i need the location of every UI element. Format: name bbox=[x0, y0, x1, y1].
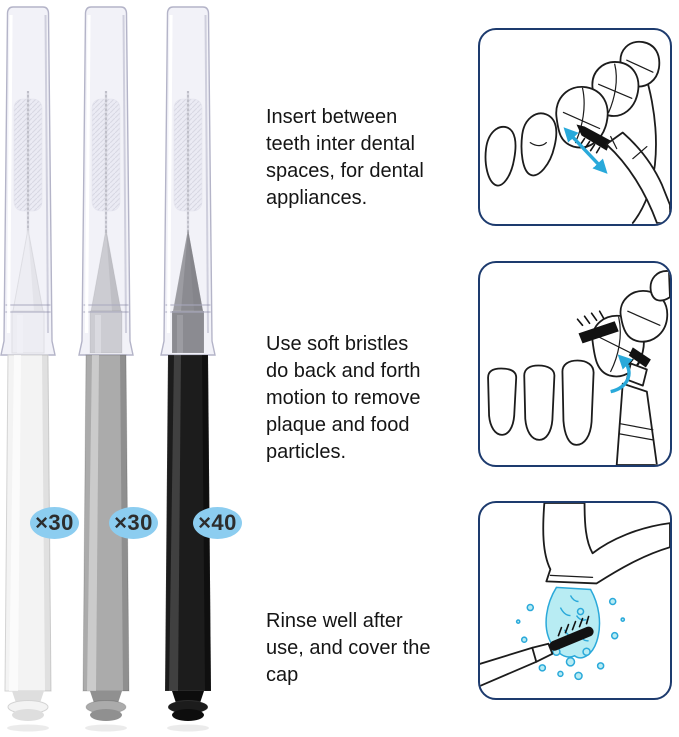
interdental-brush-white bbox=[0, 3, 59, 733]
interdental-brush-black bbox=[157, 3, 219, 733]
brush-handle bbox=[82, 354, 130, 692]
brush-cap bbox=[78, 6, 134, 356]
instruction-panel-3 bbox=[478, 501, 672, 700]
brush-being-rinsed bbox=[480, 615, 594, 687]
teeth-insertion-illustration bbox=[484, 40, 670, 224]
insertion-double-arrow-icon bbox=[563, 127, 608, 174]
instruction-step-2-text: Use soft bristles do back and forth moti… bbox=[266, 333, 421, 463]
brush-cap bbox=[0, 6, 56, 356]
interdental-brush-gray bbox=[75, 3, 137, 733]
brush-reflection bbox=[85, 724, 127, 732]
brush-handle bbox=[164, 354, 212, 692]
rinse-under-faucet-illustration bbox=[480, 503, 670, 687]
quantity-badge-white: ×30 bbox=[30, 507, 79, 539]
water-splash bbox=[515, 586, 626, 681]
brush-cap bbox=[160, 6, 216, 356]
instruction-step-3-text: Rinse well after use, and cover the cap bbox=[266, 610, 431, 686]
instruction-step-1-text: Insert between teeth inter dental spaces… bbox=[266, 106, 424, 209]
brush-end-cap bbox=[7, 691, 49, 732]
brush-end-cap bbox=[167, 691, 209, 732]
brush-handle bbox=[4, 354, 52, 692]
brush-illustration bbox=[160, 6, 216, 732]
instruction-panel-1 bbox=[478, 28, 672, 226]
brush-handle-line bbox=[615, 362, 658, 465]
back-and-forth-illustration bbox=[487, 270, 670, 465]
quantity-badge-gray: ×30 bbox=[109, 507, 158, 539]
faucet bbox=[542, 503, 670, 585]
brush-head bbox=[549, 626, 594, 651]
brush-illustration bbox=[0, 6, 56, 732]
quantity-badge-black: ×40 bbox=[193, 507, 242, 539]
brush-reflection bbox=[7, 724, 49, 732]
brush-end-cap bbox=[85, 691, 127, 732]
rotation-arrow-icon bbox=[610, 354, 633, 394]
instruction-panel-2 bbox=[478, 261, 672, 467]
brush-reflection bbox=[167, 724, 209, 732]
brush-illustration bbox=[78, 6, 134, 732]
